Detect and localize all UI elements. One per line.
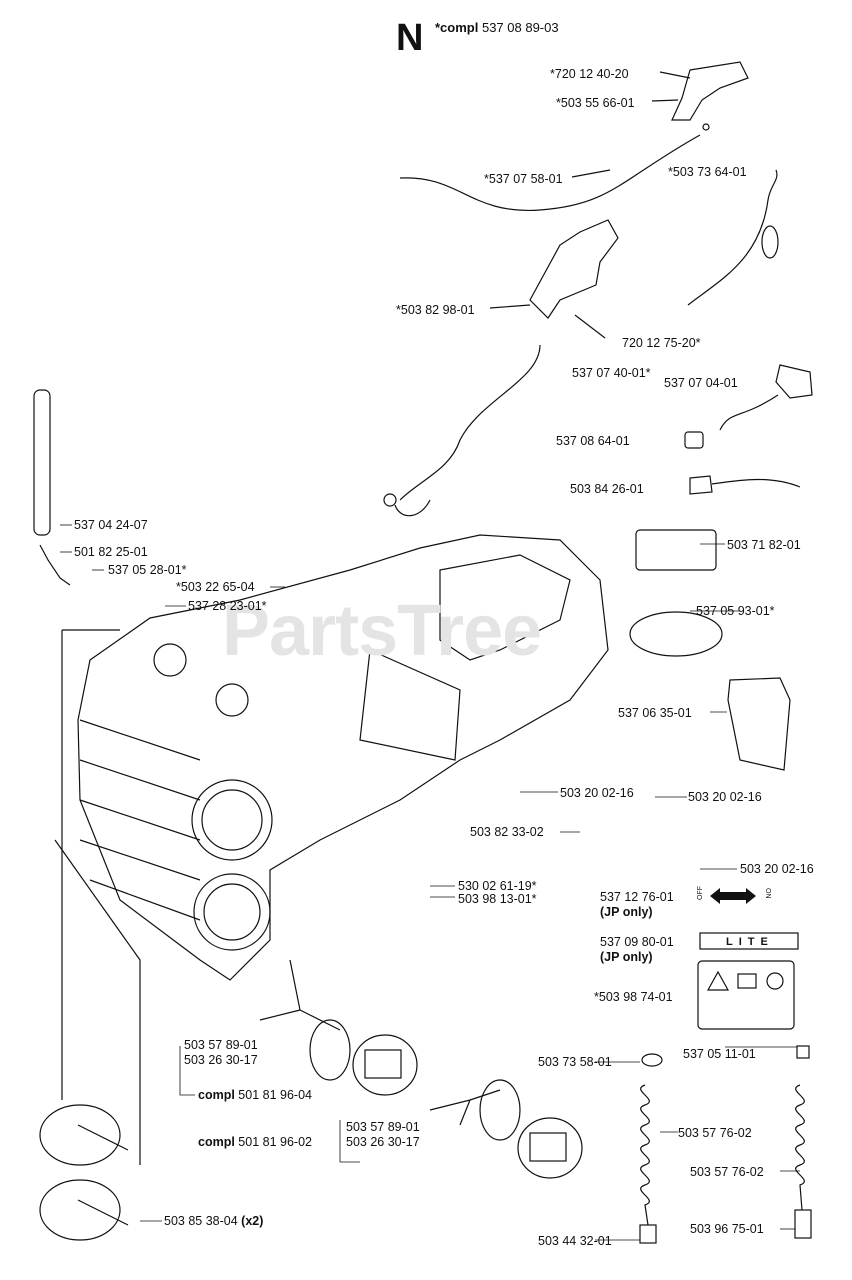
part-label: compl 501 81 96-04 (198, 1088, 312, 1102)
part-label: 503 20 02-16 (740, 862, 814, 876)
av-mounts-drawing (39, 1104, 129, 1241)
part-label: *720 12 40-20 (550, 67, 629, 81)
part-label: 537 06 35-01 (618, 706, 692, 720)
spring-left-drawing (640, 1084, 650, 1226)
part-label: 503 57 76-02 (690, 1165, 764, 1179)
part-label: *503 55 66-01 (556, 96, 635, 110)
lite-decal-text: LITE (726, 936, 774, 948)
part-label: 503 98 13-01* (458, 892, 537, 906)
part-label: *503 22 65-04 (176, 580, 255, 594)
section-letter: N (396, 17, 424, 59)
switch-on-label: ON (764, 888, 771, 899)
part-label: 537 04 24-07 (74, 518, 148, 532)
part-label: 501 82 25-01 (74, 545, 148, 559)
part-label: 503 57 89-01 (346, 1120, 420, 1134)
part-label: 503 26 30-17 (346, 1135, 420, 1149)
part-label: 537 05 93-01* (696, 604, 775, 618)
part-label: 537 12 76-01 (600, 890, 674, 904)
part-label: 503 96 75-01 (690, 1222, 764, 1236)
throttle-cable-drawing (399, 123, 710, 212)
wire-harness-drawing (394, 344, 541, 517)
part-label: 503 82 33-02 (470, 825, 544, 839)
part-label: 503 57 76-02 (678, 1126, 752, 1140)
part-label: *503 82 98-01 (396, 303, 475, 317)
part-label: 503 26 30-17 (184, 1053, 258, 1067)
trigger-lockout-drawing (651, 61, 749, 121)
assembly-title: *compl 537 08 89-03 (435, 20, 559, 35)
part-label: 537 07 40-01* (572, 366, 651, 380)
part-label: 503 57 89-01 (184, 1038, 258, 1052)
part-label: 503 20 02-16 (688, 790, 762, 804)
part-label: 503 71 82-01 (727, 538, 801, 552)
switch-off-label: OFF (697, 886, 704, 900)
tank-caps-drawing (259, 959, 583, 1179)
part-label: *537 07 58-01 (484, 172, 563, 186)
part-label: 537 08 64-01 (556, 434, 630, 448)
part-note: (JP only) (600, 905, 653, 919)
part-note: (JP only) (600, 950, 653, 964)
part-label: *503 98 74-01 (594, 990, 673, 1004)
part-label: 537 05 28-01* (108, 563, 187, 577)
part-label: 503 84 26-01 (570, 482, 644, 496)
handle-body-drawing (77, 534, 609, 981)
part-label: *503 73 64-01 (668, 165, 747, 179)
watermark: PartsTree (222, 591, 542, 671)
throttle-trigger-drawing (489, 219, 619, 339)
part-label: 537 07 04-01 (664, 376, 738, 390)
part-label: 530 02 61-19* (458, 879, 537, 893)
spring-right-drawing (795, 1084, 805, 1211)
part-label: compl 501 81 96-02 (198, 1135, 312, 1149)
spring-wire-drawing (687, 169, 778, 306)
part-label: 503 73 58-01 (538, 1055, 612, 1069)
part-label: 720 12 75-20* (622, 336, 701, 350)
part-label: 503 20 02-16 (560, 786, 634, 800)
part-label: 537 09 80-01 (600, 935, 674, 949)
switch-arrow-drawing (710, 888, 756, 904)
part-label: 503 44 32-01 (538, 1234, 612, 1248)
part-label: 503 85 38-04 (x2) (164, 1214, 264, 1228)
part-label: 537 28 23-01* (188, 599, 267, 613)
part-label: 537 05 11-01 (683, 1047, 756, 1061)
